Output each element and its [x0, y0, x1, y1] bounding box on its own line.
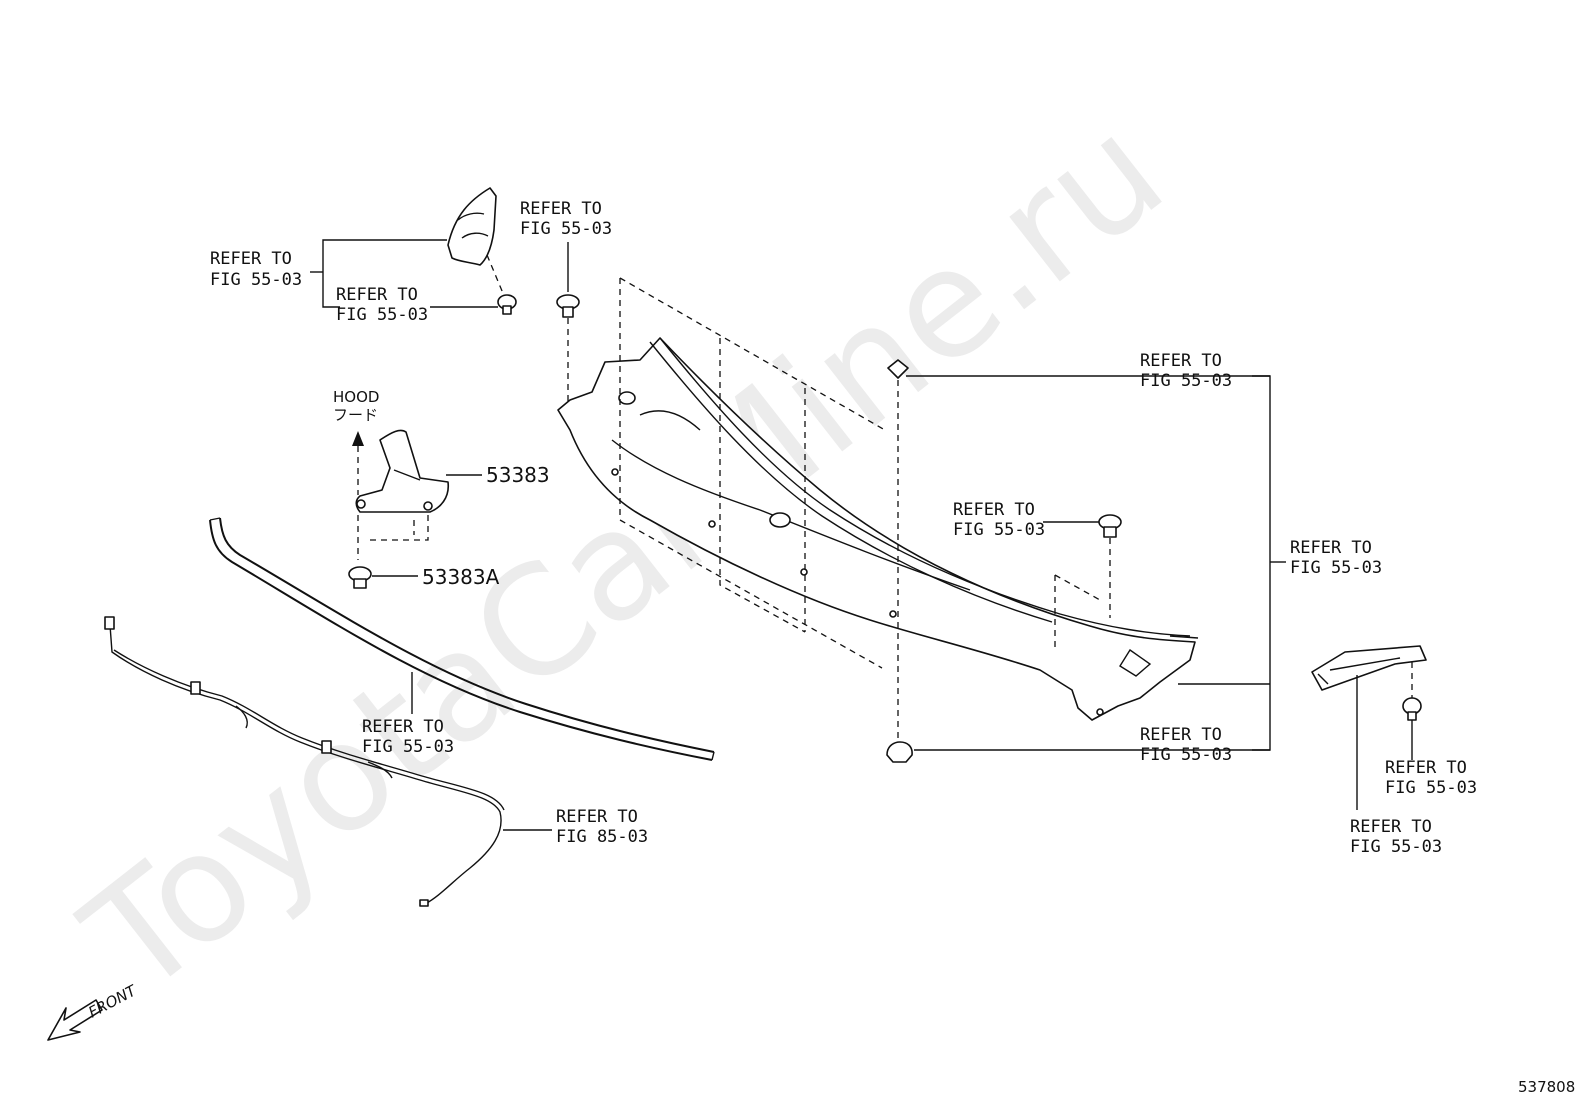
clip-top-left [497, 294, 517, 315]
ref-label-3b: FIG 55-03 [520, 219, 612, 239]
ref-label-7a: REFER TO [362, 717, 444, 737]
ref-label-2a: REFER TO [336, 285, 418, 305]
ref-label-1a: REFER TO [210, 249, 292, 269]
ref-label-9a: REFER TO [1290, 538, 1372, 558]
ref-label-4b: FIG 55-03 [1140, 371, 1232, 391]
side-cover-left [447, 187, 497, 266]
clip-right-side [1402, 697, 1422, 721]
washer-hose [104, 616, 505, 907]
ref-label-5b: FIG 55-03 [953, 520, 1045, 540]
ref-label-6a: REFER TO [1140, 725, 1222, 745]
clip-right-top [887, 359, 909, 379]
ref-label-4a: REFER TO [1140, 351, 1222, 371]
ref-label-10a: REFER TO [1385, 758, 1467, 778]
ref-label-5a: REFER TO [953, 500, 1035, 520]
ref-label-8b: FIG 85-03 [556, 827, 648, 847]
clip-top-center [556, 294, 580, 318]
ref-label-3a: REFER TO [520, 199, 602, 219]
hood-seal [209, 517, 715, 761]
clip-53383a [348, 566, 372, 589]
ref-label-10b: FIG 55-03 [1385, 778, 1477, 798]
hood-label-jp: フード [333, 406, 378, 424]
ref-label-9b: FIG 55-03 [1290, 558, 1382, 578]
front-label: FRONT [85, 981, 140, 1022]
bracket-53383 [355, 429, 450, 513]
ref-label-6b: FIG 55-03 [1140, 745, 1232, 765]
hood-label: HOOD [333, 388, 379, 406]
ref-label-11b: FIG 55-03 [1350, 837, 1442, 857]
ref-label-2b: FIG 55-03 [336, 305, 428, 325]
figure-id: 537808 [1518, 1078, 1575, 1096]
ref-label-8a: REFER TO [556, 807, 638, 827]
clip-bottom [886, 741, 913, 763]
ref-label-11a: REFER TO [1350, 817, 1432, 837]
side-cover-right [1311, 645, 1427, 691]
ref-label-1b: FIG 55-03 [210, 270, 302, 290]
part-number-53383: 53383 [486, 463, 550, 487]
hood-direction-arrow [352, 431, 364, 495]
front-arrow-icon [47, 999, 103, 1041]
clip-middle [1098, 514, 1122, 538]
cowl-top-panel [557, 337, 1199, 721]
ref-label-7b: FIG 55-03 [362, 737, 454, 757]
part-number-53383a: 53383A [422, 565, 500, 589]
